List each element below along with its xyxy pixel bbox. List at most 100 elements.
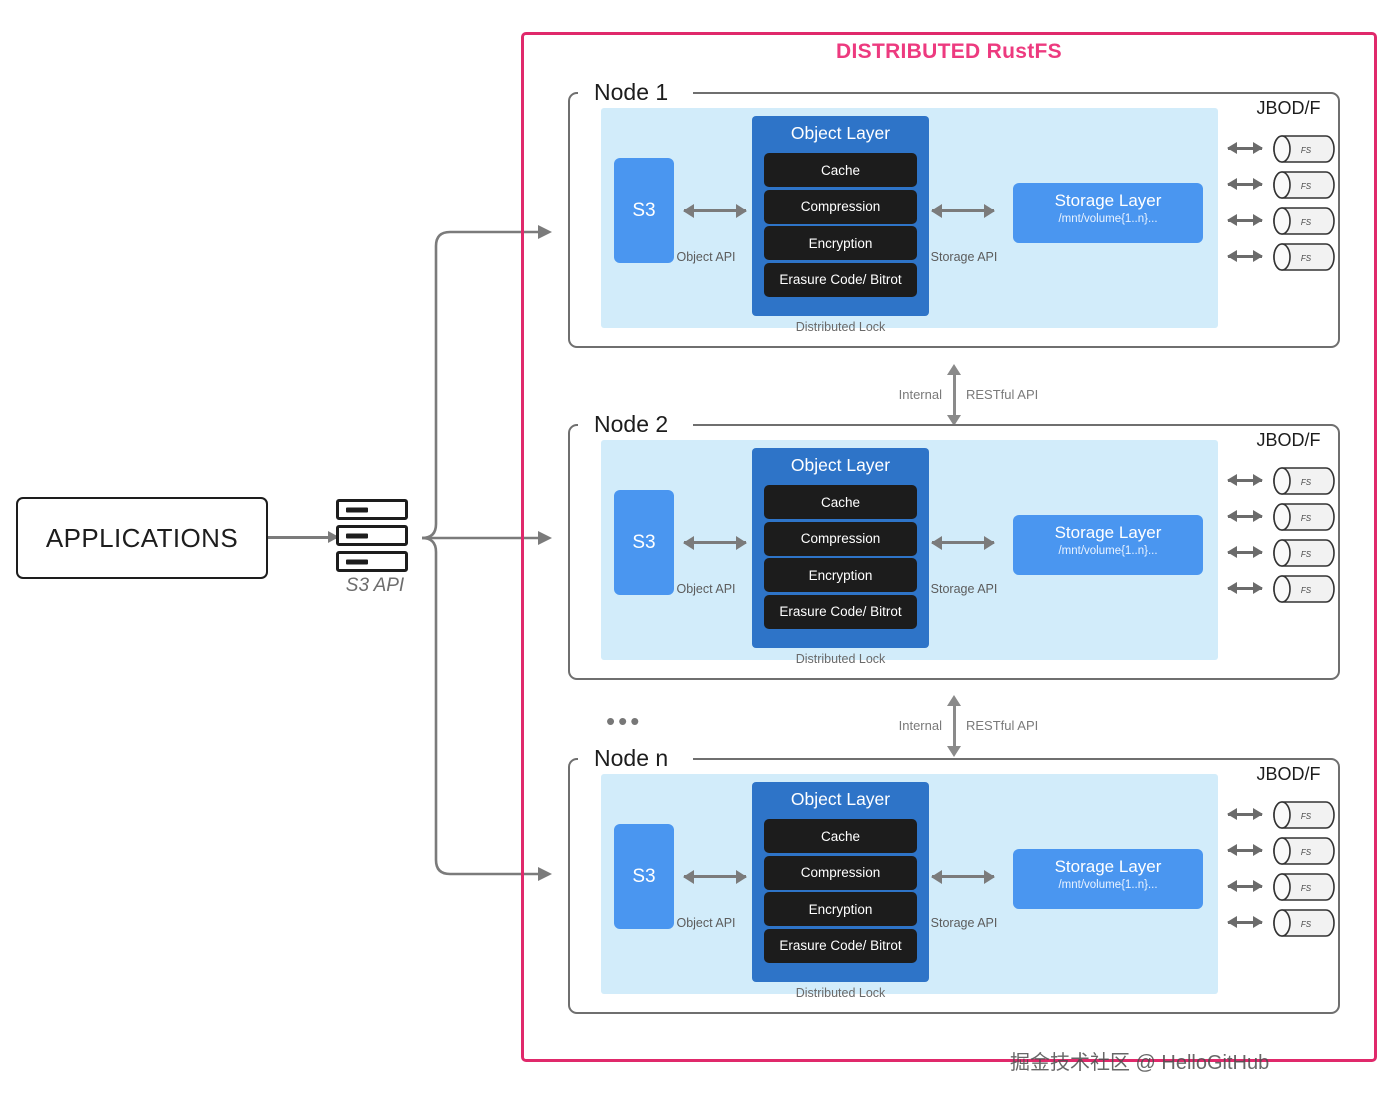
node-1-disk-arrow-1	[1227, 142, 1263, 154]
node-2-disk-arrow-2	[1227, 510, 1263, 522]
svg-text:FS: FS	[1301, 812, 1312, 821]
node-n: Node n S3 Object API Object Layer Cache …	[568, 744, 1340, 1014]
node-2-s3-box: S3	[614, 490, 674, 595]
node-n-disk-2: FS	[1272, 836, 1336, 866]
node-n-storage-api-arrow	[931, 869, 995, 884]
svg-text:FS: FS	[1301, 254, 1312, 263]
node-1-jbod-title: JBOD/F	[1256, 98, 1321, 118]
svg-text:FS: FS	[1301, 478, 1312, 487]
node-2-storage-layer: Storage Layer /mnt/volume{1..n}...	[1013, 515, 1203, 575]
node-2-object-layer-title: Object Layer	[790, 455, 891, 475]
more-nodes-ellipsis: •••	[606, 706, 643, 736]
node-1-item-encryption: Encryption	[764, 226, 917, 260]
svg-text:FS: FS	[1301, 146, 1312, 155]
svg-text:FS: FS	[1301, 884, 1312, 893]
node-2-disk-arrow-3	[1227, 546, 1263, 558]
node-n-disk-row-1: FS	[1227, 800, 1340, 830]
node-n-storage-layer: Storage Layer /mnt/volume{1..n}...	[1013, 849, 1203, 909]
node-n-disk-arrow-3	[1227, 880, 1263, 892]
node-n-disk-arrow-1	[1227, 808, 1263, 820]
node-n-disk-1: FS	[1272, 800, 1336, 830]
node-n-disk-row-3: FS	[1227, 872, 1340, 902]
internal-link-1-left-label: Internal	[898, 387, 942, 402]
node-2-label: Node 2	[584, 410, 679, 438]
node-n-disk-arrow-4	[1227, 916, 1263, 928]
node-2-disk-arrow-1	[1227, 474, 1263, 486]
node-1-disk-row-3: FS	[1227, 206, 1340, 236]
node-n-disk-arrow-2	[1227, 844, 1263, 856]
node-n-object-layer-items: Cache Compression Encryption Erasure Cod…	[764, 819, 917, 965]
diagram-title: DISTRIBUTED RustFS	[836, 40, 1062, 63]
node-n-disk-row-4: FS	[1227, 908, 1340, 938]
node-2-disk-row-4: FS	[1227, 574, 1340, 604]
distributed-rustfs-boundary	[521, 32, 1377, 1062]
node-n-storage-layer-path: /mnt/volume{1..n}...	[1058, 879, 1158, 891]
node-2-item-compression: Compression	[764, 521, 917, 556]
node-2-storage-api-arrow	[931, 535, 995, 550]
internal-link-1: Internal RESTful API	[860, 364, 1120, 426]
node-2-disk-row-3: FS	[1227, 538, 1340, 568]
node-n-disk-row-2: FS	[1227, 836, 1340, 866]
node-1-disk-row-4: FS	[1227, 242, 1340, 272]
node-1-disk-1: FS	[1272, 134, 1336, 164]
node-1: Node 1 S3 Object API Object Layer Cache …	[568, 78, 1340, 348]
applications-to-s3api-arrow	[268, 531, 339, 543]
node-1-storage-layer-title: Storage Layer	[1054, 191, 1162, 210]
node-2-item-erasure-code: Erasure Code/ Bitrot	[764, 594, 917, 629]
node-n-panel: S3 Object API Object Layer Cache Compres…	[601, 774, 1218, 1000]
node-n-jbod-title: JBOD/F	[1256, 764, 1321, 784]
node-n-disk-3: FS	[1272, 872, 1336, 902]
node-n-s3-box: S3	[614, 824, 674, 929]
node-2-distributed-lock-label: Distributed Lock	[795, 652, 886, 666]
applications-box: APPLICATIONS	[16, 497, 268, 579]
node-2-object-api-arrow	[683, 535, 747, 550]
s3-api-label: S3 API	[345, 575, 405, 596]
node-1-disk-arrow-2	[1227, 178, 1263, 190]
node-1-storage-api-arrow	[931, 203, 995, 218]
internal-link-2: Internal RESTful API	[860, 695, 1120, 757]
node-n-object-api-arrow	[683, 869, 747, 884]
svg-text:FS: FS	[1301, 182, 1312, 191]
node-2-disk-2: FS	[1272, 502, 1336, 532]
node-1-item-cache: Cache	[764, 153, 917, 187]
node-2: Node 2 S3 Object API Object Layer Cache …	[568, 410, 1340, 680]
node-1-disk-4: FS	[1272, 242, 1336, 272]
node-1-object-layer-title: Object Layer	[790, 123, 891, 143]
node-n-item-encryption: Encryption	[764, 892, 917, 926]
svg-text:FS: FS	[1301, 514, 1312, 523]
watermark: 掘金技术社区 @ HelloGitHub	[1010, 1052, 1270, 1074]
node-1-label: Node 1	[584, 78, 679, 106]
node-2-disk-1: FS	[1272, 466, 1336, 496]
node-n-storage-api-label: Storage API	[930, 916, 998, 930]
node-1-disk-row-1: FS	[1227, 134, 1340, 164]
internal-link-2-left-label: Internal	[898, 718, 942, 733]
node-n-object-layer: Object Layer Cache Compression Encryptio…	[752, 782, 929, 982]
node-n-label: Node n	[584, 744, 679, 772]
node-1-item-compression: Compression	[764, 189, 917, 224]
node-2-disk-row-1: FS	[1227, 466, 1340, 496]
internal-link-2-line	[953, 704, 956, 750]
node-n-storage-layer-title: Storage Layer	[1054, 857, 1162, 876]
node-2-disk-arrow-4	[1227, 582, 1263, 594]
node-n-object-api-label: Object API	[676, 916, 736, 930]
node-2-disk-3: FS	[1272, 538, 1336, 568]
node-2-disk-row-2: FS	[1227, 502, 1340, 532]
svg-text:FS: FS	[1301, 920, 1312, 929]
svg-text:FS: FS	[1301, 586, 1312, 595]
s3-api-branch-connector	[421, 225, 552, 881]
node-1-storage-api-label: Storage API	[930, 250, 998, 264]
internal-link-2-right-label: RESTful API	[966, 718, 1039, 733]
node-1-disk-arrow-4	[1227, 250, 1263, 262]
node-n-item-erasure-code: Erasure Code/ Bitrot	[764, 928, 917, 963]
node-1-storage-layer-path: /mnt/volume{1..n}...	[1058, 213, 1158, 225]
node-1-s3-box: S3	[614, 158, 674, 263]
node-n-item-cache: Cache	[764, 819, 917, 853]
internal-link-2-down-arrow	[946, 746, 961, 757]
node-2-storage-layer-path: /mnt/volume{1..n}...	[1058, 545, 1158, 557]
node-1-object-layer: Object Layer Cache Compression Encryptio…	[752, 116, 929, 316]
s3-api-server-icon	[336, 499, 410, 577]
node-2-item-encryption: Encryption	[764, 558, 917, 592]
node-2-object-api-label: Object API	[676, 582, 736, 596]
internal-link-1-up-arrow	[946, 364, 961, 375]
